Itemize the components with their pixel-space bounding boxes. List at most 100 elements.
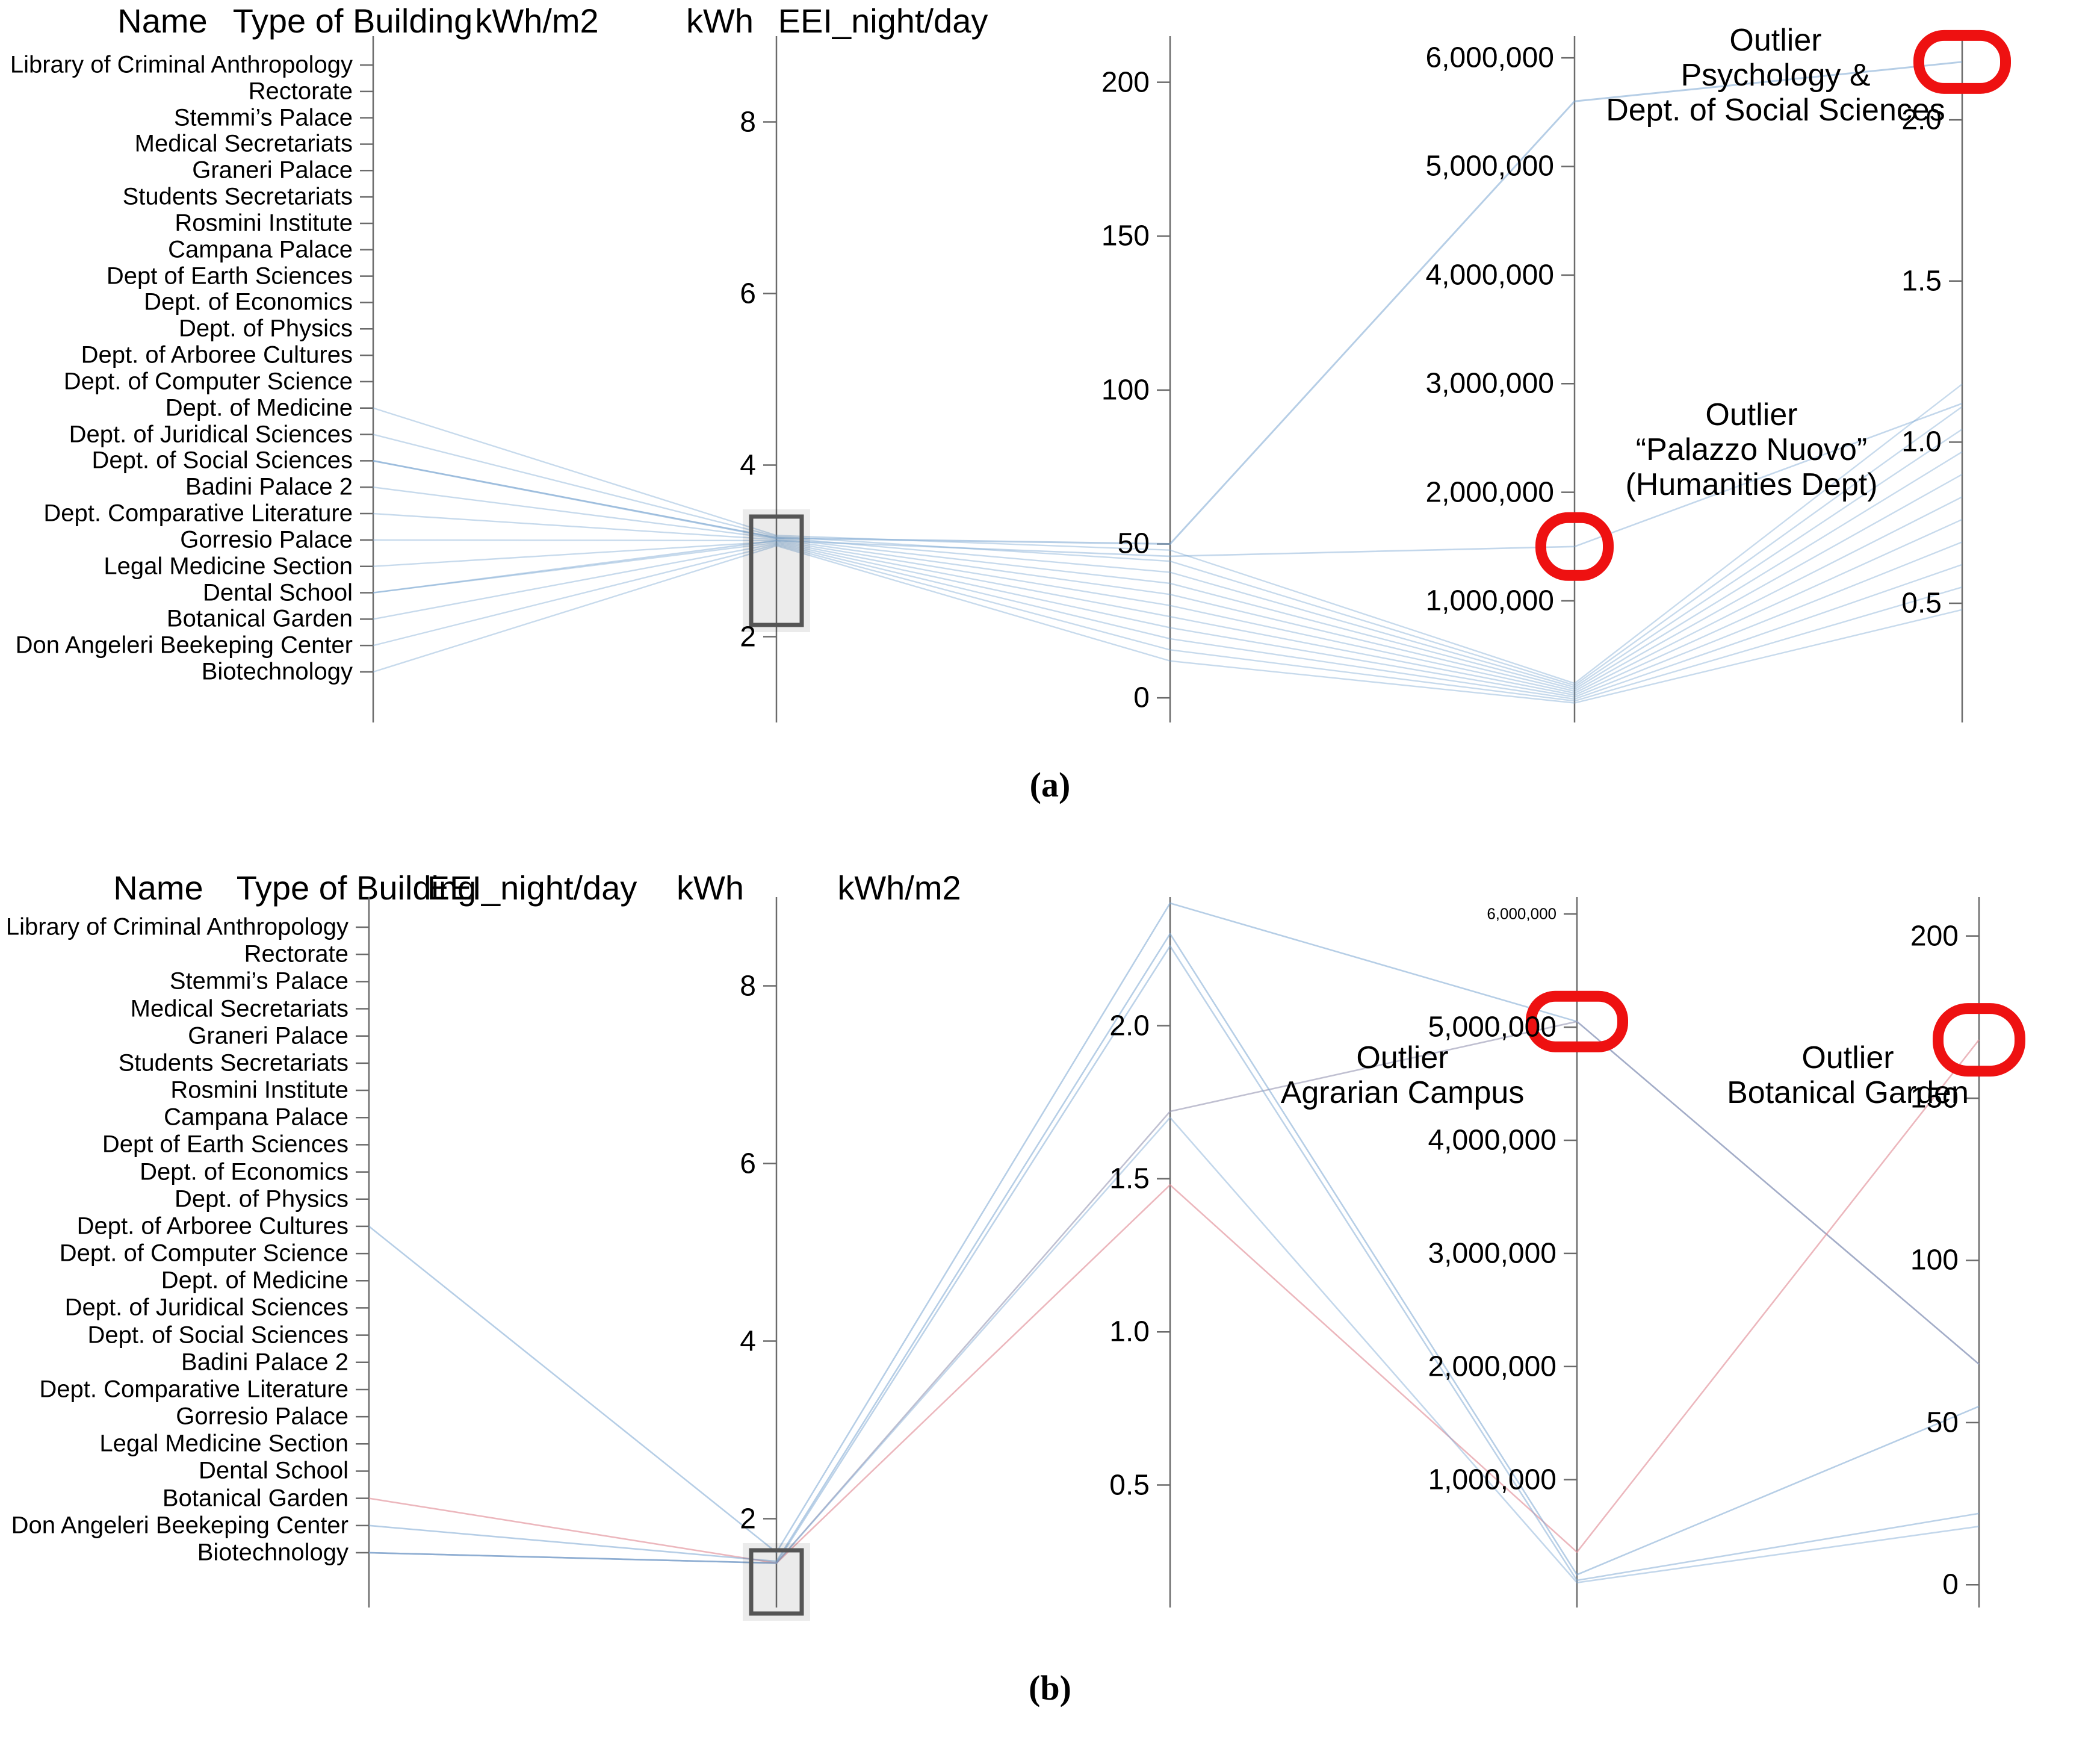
category-label: Don Angeleri Beekeping Center	[15, 632, 353, 659]
tick-label: 2.0	[1109, 1010, 1150, 1042]
category-label: Library of Criminal Anthropology	[5, 913, 348, 940]
tick-label: 8	[740, 106, 756, 138]
tick-label: 100	[1910, 1244, 1959, 1276]
category-label: Stemmi’s Palace	[169, 968, 348, 995]
tick-label: 0.5	[1901, 587, 1942, 620]
tick-label: 1.5	[1901, 265, 1942, 297]
tick-label: 0	[1942, 1568, 1959, 1601]
category-label: Dept. of Arboree Cultures	[81, 341, 353, 368]
data-line	[368, 1116, 1980, 1583]
tick-label: 2	[740, 1503, 756, 1535]
axis-title-name-a: Name	[117, 2, 208, 40]
tick-label: 0	[1133, 682, 1150, 714]
tick-label: 6	[740, 1148, 756, 1179]
outlier-highlight-ring	[1913, 30, 2011, 94]
category-label: Dept. of Economics	[144, 288, 353, 315]
tick-label: 200	[1101, 66, 1150, 99]
annotation-line: “Palazzo Nuovo”	[1635, 432, 1868, 468]
tick-label: 3,000,000	[1425, 367, 1554, 400]
panel-b: Name Type of Building EEI_night/day kWh …	[0, 867, 2100, 1752]
data-line	[373, 402, 1963, 594]
tick-label: 2,000,000	[1428, 1350, 1556, 1383]
data-line	[373, 541, 1963, 698]
category-label: Dept. of Physics	[178, 315, 353, 342]
annotation-outlier-palazzo-nuovo: Outlier “Palazzo Nuovo” (Humanities Dept…	[1625, 397, 1877, 503]
category-label: Campana Palace	[168, 236, 353, 263]
plot-area-b	[356, 897, 2025, 1621]
category-label: Dept of Earth Sciences	[102, 1131, 348, 1158]
axis-title-eei-a: EEI_night/day	[778, 2, 988, 40]
data-line	[373, 545, 1963, 704]
outlier-highlight-ring	[1933, 1003, 2025, 1077]
outlier-highlight-ring	[1526, 990, 1628, 1052]
category-label: Medical Secretariats	[134, 130, 353, 157]
brush-selection-handle[interactable]	[749, 514, 804, 627]
data-line	[373, 384, 1963, 685]
tick-label: 50	[1926, 1406, 1959, 1439]
category-label: Campana Palace	[164, 1104, 348, 1131]
annotation-outlier-psychology: Outlier Psychology & Dept. of Social Sci…	[1606, 23, 1945, 128]
category-label: Dept. of Physics	[174, 1185, 348, 1213]
category-label: Don Angeleri Beekeping Center	[11, 1512, 348, 1539]
axis-title-kwh-a: kWh	[686, 2, 754, 40]
annotation-line: Psychology &	[1680, 58, 1871, 93]
data-line	[368, 1039, 1980, 1564]
category-label: Dept. of Social Sciences	[87, 1322, 348, 1349]
axis-title-kwh-b: kWh	[677, 869, 744, 907]
tick-label: 8	[740, 970, 756, 1002]
outlier-highlight-ring	[1535, 512, 1614, 581]
category-label: Students Secretariats	[118, 1049, 348, 1076]
tick-label: 5,000,000	[1428, 1011, 1556, 1043]
category-label: Biotechnology	[197, 1539, 348, 1566]
category-label: Rosmini Institute	[170, 1076, 348, 1104]
category-label: Dept of Earth Sciences	[106, 262, 353, 290]
tick-label: 150	[1101, 220, 1150, 252]
annotation-line: (Humanities Dept)	[1625, 467, 1878, 503]
category-label: Dept. of Juridical Sciences	[64, 1294, 348, 1321]
tick-label: 2,000,000	[1425, 476, 1554, 509]
plot-area-a	[360, 30, 2011, 722]
category-label: Dept. Comparative Literature	[43, 500, 353, 527]
data-line	[373, 496, 1963, 694]
tick-label: 4,000,000	[1428, 1124, 1556, 1157]
category-label: Students Secretariats	[122, 183, 353, 210]
category-label: Graneri Palace	[188, 1022, 348, 1049]
axis-title-name-b: Name	[113, 869, 203, 907]
annotation-line: Dept. of Social Sciences	[1606, 93, 1945, 128]
tick-label: 6,000,000	[1425, 42, 1554, 74]
data-line	[373, 451, 1963, 691]
data-line	[373, 473, 1963, 692]
data-line	[373, 518, 1963, 696]
annotation-outlier-agrarian-campus: Outlier Agrarian Campus	[1281, 1040, 1525, 1110]
category-label: Gorresio Palace	[176, 1403, 348, 1430]
category-label: Gorresio Palace	[180, 526, 353, 553]
brush-shadow	[743, 509, 810, 632]
axis-title-kwh-m2-a: kWh/m2	[475, 2, 599, 40]
tick-label: 2.0	[1901, 104, 1942, 136]
category-label: Dental School	[198, 1457, 348, 1484]
panel-a: Name Type of Building kWh/m2 kWh EEI_nig…	[0, 0, 2100, 861]
tick-label: 1.0	[1109, 1316, 1150, 1348]
category-label: Dental School	[202, 579, 353, 606]
category-label: Dept. Comparative Literature	[39, 1376, 348, 1403]
tick-label: 2	[740, 621, 756, 653]
category-label: Medical Secretariats	[130, 995, 348, 1022]
tick-label: 6,000,000	[1487, 904, 1556, 923]
category-label: Legal Medicine Section	[99, 1430, 348, 1457]
annotation-line: Outlier	[1801, 1040, 1894, 1075]
tick-label: 5,000,000	[1425, 150, 1554, 182]
tick-label: 1,000,000	[1425, 585, 1554, 617]
category-label: Dept. of Medicine	[161, 1267, 348, 1294]
panel-caption-b: (b)	[1029, 1668, 1071, 1707]
category-label: Dept. of Economics	[140, 1158, 348, 1185]
tick-label: 1.0	[1901, 426, 1942, 458]
data-line	[368, 945, 1980, 1582]
tick-label: 1.5	[1109, 1163, 1150, 1195]
brush-selection-handle[interactable]	[749, 1548, 804, 1616]
category-label: Graneri Palace	[192, 157, 353, 184]
category-label: Rosmini Institute	[175, 210, 353, 237]
tick-label: 1,000,000	[1428, 1464, 1556, 1496]
tick-label: 4,000,000	[1425, 259, 1554, 291]
category-label: Rectorate	[244, 940, 348, 968]
